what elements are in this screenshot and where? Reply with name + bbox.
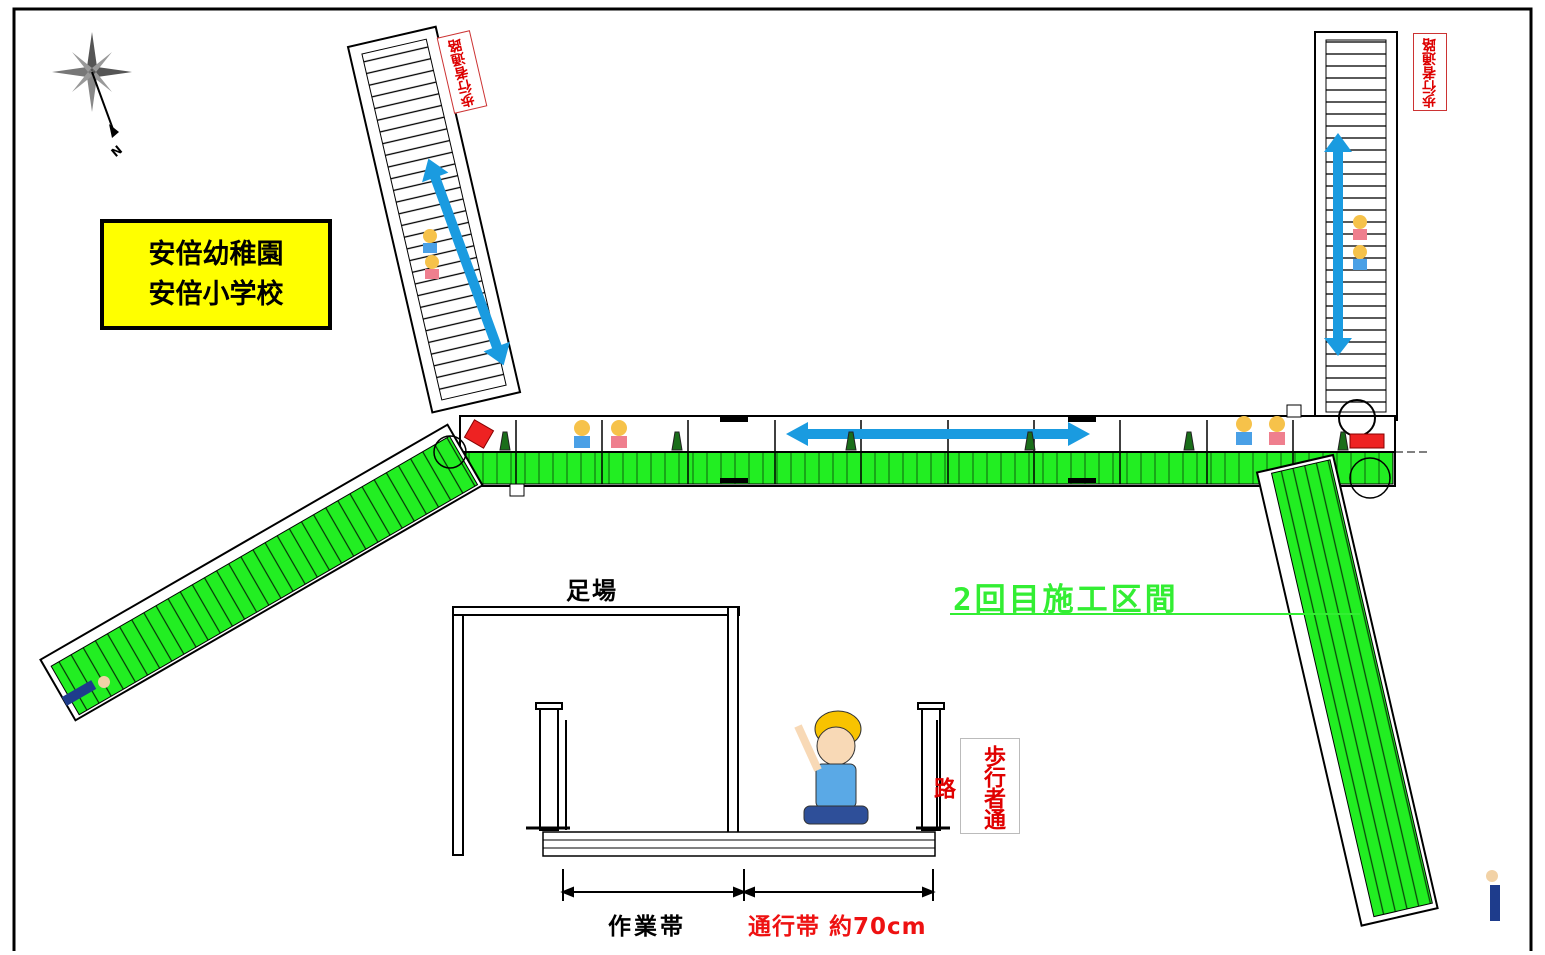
scaffold-cross-section	[452, 606, 950, 857]
traffic-guard-icon	[61, 676, 1500, 921]
pass-zone-label: 通行帯 約70cm	[748, 914, 927, 940]
school-name-box: 安倍幼稚園 安倍小学校	[100, 219, 332, 330]
compass-north-label: N	[108, 143, 125, 160]
scaffold-label: 足場	[566, 577, 618, 605]
lower-right-construction-walkway	[1255, 453, 1439, 927]
pedestrian-path-sign-text: 歩行者通路	[930, 745, 1005, 829]
work-zone-label: 作業帯	[608, 914, 686, 940]
double-arrow-icon	[422, 158, 510, 366]
school-name-kindergarten: 安倍幼稚園	[148, 238, 284, 270]
traffic-cone-icon	[499, 431, 1349, 451]
compass-icon	[52, 32, 132, 138]
main-sidewalk	[459, 399, 1430, 497]
drawing-frame	[12, 7, 1533, 955]
pedestrian-path-sign: 歩行者通路	[930, 738, 1020, 834]
lower-left-construction-walkway	[39, 423, 484, 722]
double-arrow-icon	[1324, 133, 1352, 356]
dimension-lines	[560, 869, 936, 901]
pedestrian-sign-small: 歩行者通路	[1413, 33, 1447, 111]
child-with-helmet-icon	[794, 710, 869, 825]
construction-section-label: 2回目施工区間	[953, 582, 1179, 618]
double-arrow-icon	[786, 422, 1090, 446]
upper-left-walkway	[346, 25, 522, 414]
child-icon	[423, 215, 1367, 448]
detour-sign-icon	[463, 419, 1385, 449]
school-name-elementary: 安倍小学校	[148, 278, 284, 310]
